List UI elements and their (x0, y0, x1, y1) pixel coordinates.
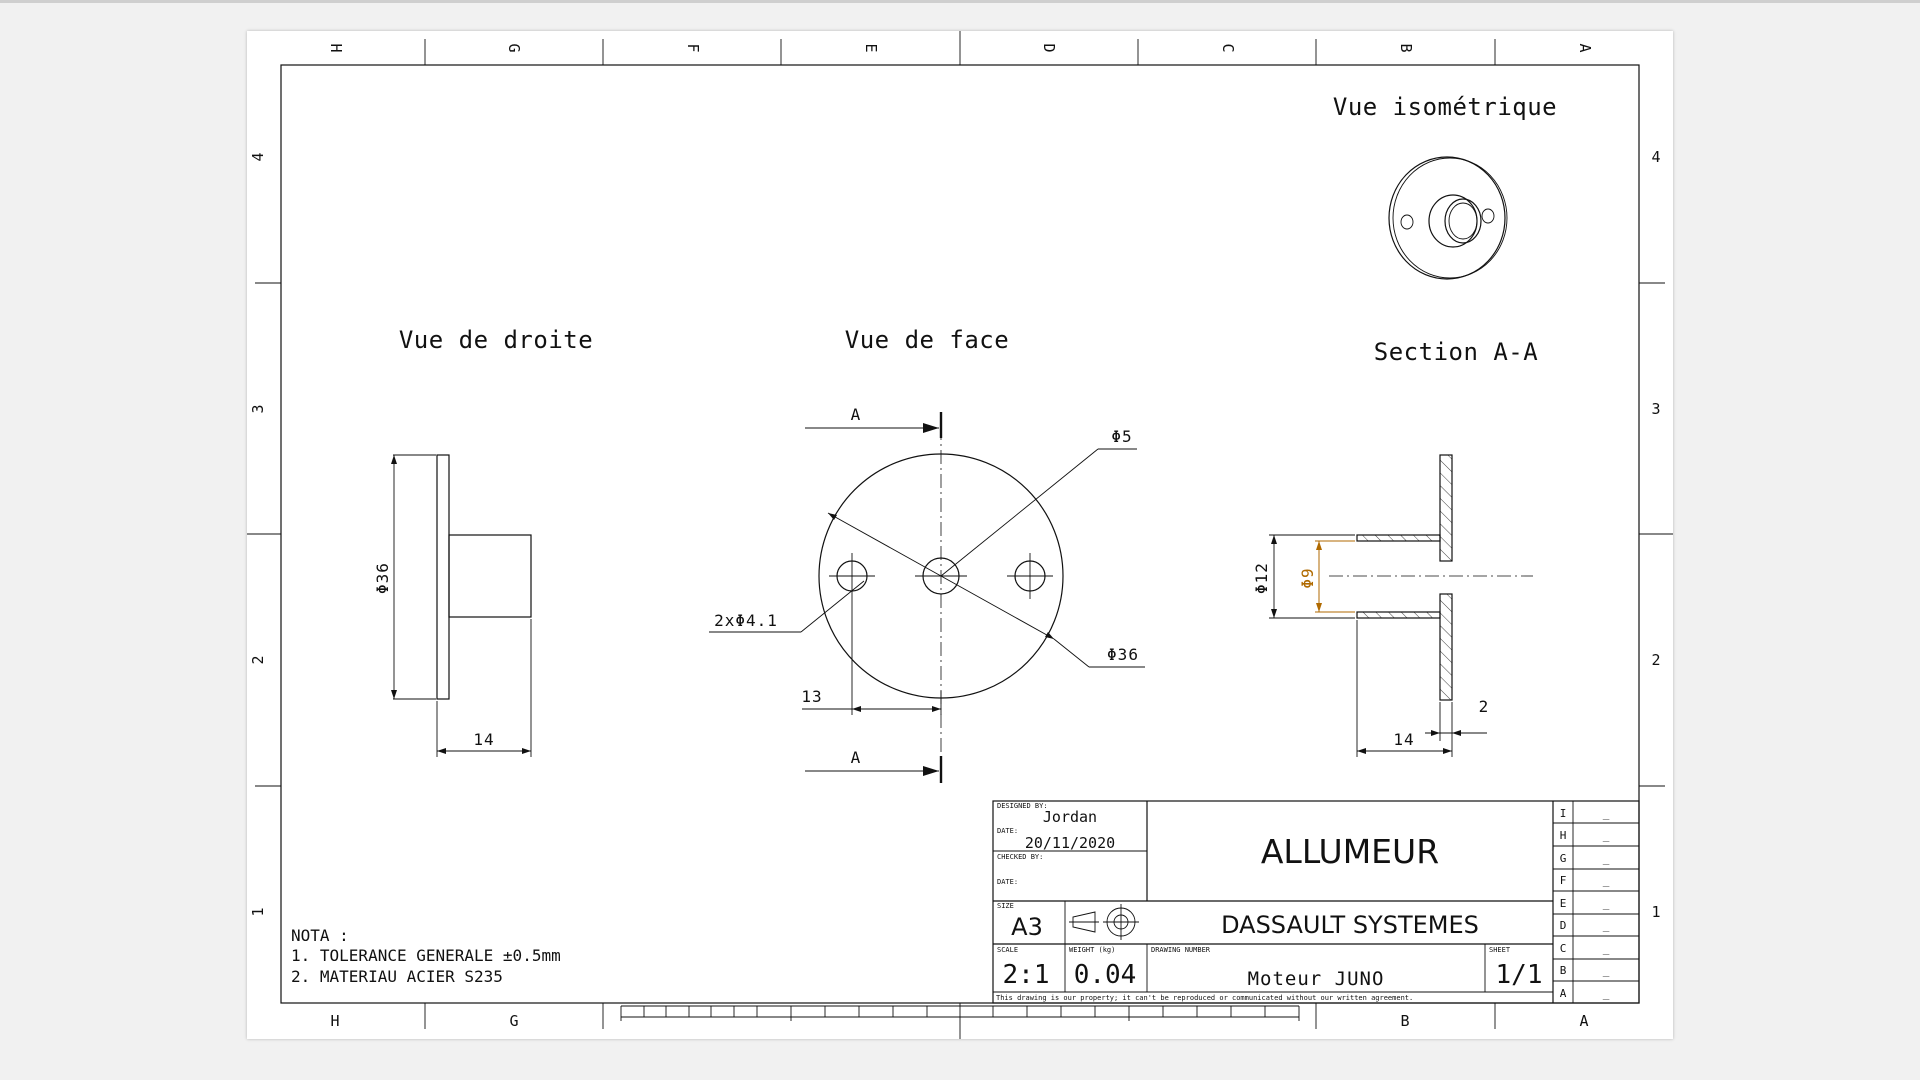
weight-label: WEIGHT (kg) (1069, 946, 1115, 954)
col-label: A (1576, 43, 1594, 52)
sheet-value: 1/1 (1496, 960, 1543, 990)
view-title-front: Vue de face (845, 326, 1009, 354)
section-outer-dia-dim: Φ12 (1252, 562, 1271, 594)
row-label: 4 (1651, 148, 1660, 166)
designed-by-value: Jordan (1043, 808, 1097, 826)
bottom-column-letters: H G B A (330, 1012, 1588, 1030)
revision-letter: A (1560, 987, 1567, 1000)
revision-value: _ (1603, 807, 1610, 820)
col-label: H (330, 1012, 339, 1030)
view-title-right: Vue de droite (399, 326, 593, 354)
sheet-label: SHEET (1489, 946, 1511, 954)
revision-value: _ (1603, 919, 1610, 932)
col-label: B (1397, 43, 1415, 52)
scale-value: 2:1 (1003, 960, 1050, 990)
size-value: A3 (1011, 913, 1043, 941)
date2-label: DATE: (997, 878, 1018, 886)
drawing-sheet: H G F E D C B A 4 3 2 1 4 3 2 1 H G B A (247, 31, 1673, 1039)
revision-value: _ (1603, 942, 1610, 955)
revision-letter: E (1560, 897, 1567, 910)
revision-letter: F (1560, 874, 1567, 887)
section-letter-top: A (851, 405, 862, 424)
company-name: DASSAULT SYSTEMES (1221, 911, 1479, 939)
revision-letter: C (1560, 942, 1567, 955)
front-outer-dia-dim: Φ36 (1107, 645, 1139, 664)
right-view-length-dim: 14 (473, 730, 494, 749)
weight-value: 0.04 (1074, 960, 1137, 990)
col-label: E (862, 43, 880, 52)
side-grid-ticks (247, 282, 1673, 787)
date-value: 20/11/2020 (1025, 834, 1115, 852)
col-label: D (1040, 43, 1058, 52)
col-label: A (1579, 1012, 1588, 1030)
isometric-view (1388, 156, 1508, 280)
window-top-bar (0, 0, 1920, 3)
revision-value: _ (1603, 964, 1610, 977)
front-offset-dim: 13 (801, 687, 822, 706)
bottom-grid-ticks (424, 1003, 1496, 1039)
right-row-numbers: 4 3 2 1 (1651, 148, 1660, 921)
notes-line-2: 2. MATERIAU ACIER S235 (291, 967, 503, 986)
revision-value: _ (1603, 852, 1610, 865)
drawing-number-label: DRAWING NUMBER (1151, 946, 1211, 954)
size-label: SIZE (997, 902, 1014, 910)
revision-letter: D (1560, 919, 1567, 932)
right-view-diameter-dim: Φ36 (373, 562, 392, 594)
top-column-letters: H G F E D C B A (327, 43, 1594, 52)
row-label: 2 (1651, 651, 1660, 669)
col-label: C (1219, 43, 1237, 52)
drawing-title: ALLUMEUR (1261, 832, 1439, 871)
scale-ruler (620, 1005, 1300, 1021)
row-label: 3 (249, 404, 267, 413)
row-label: 3 (1651, 400, 1660, 418)
section-length-dim: 14 (1393, 730, 1414, 749)
section-view (1269, 454, 1533, 757)
col-label: F (684, 43, 702, 52)
revision-letter: I (1560, 807, 1567, 820)
date-label: DATE: (997, 827, 1018, 835)
drawing-canvas: H G F E D C B A 4 3 2 1 4 3 2 1 H G B A (247, 31, 1673, 1039)
view-title-iso: Vue isométrique (1333, 93, 1557, 121)
revision-table: I _ H _ G _ F _ E _ D _ C _ B _ A _ (1560, 807, 1610, 1000)
section-letter-bottom: A (851, 748, 862, 767)
copyright-notice: This drawing is our property; it can't b… (996, 994, 1413, 1002)
revision-value: _ (1603, 874, 1610, 887)
notes-heading: NOTA : (291, 926, 349, 945)
revision-value: _ (1603, 987, 1610, 1000)
notes-line-1: 1. TOLERANCE GENERALE ±0.5mm (291, 946, 561, 965)
section-thickness-dim: 2 (1479, 697, 1490, 716)
title-block (992, 800, 1640, 1004)
section-inner-dia-dim: Φ9 (1298, 567, 1317, 588)
revision-letter: B (1560, 964, 1567, 977)
row-label: 1 (1651, 903, 1660, 921)
revision-value: _ (1603, 829, 1610, 842)
col-label: H (327, 43, 345, 52)
right-view (391, 454, 532, 757)
checked-by-label: CHECKED BY: (997, 853, 1043, 861)
revision-value: _ (1603, 897, 1610, 910)
designed-by-label: DESIGNED BY: (997, 802, 1048, 810)
col-label: G (505, 43, 523, 52)
left-row-numbers: 4 3 2 1 (249, 152, 267, 916)
revision-letter: H (1560, 829, 1567, 842)
revision-letter: G (1560, 852, 1567, 865)
front-holes-dim: 2xΦ4.1 (714, 611, 778, 630)
col-label: B (1400, 1012, 1409, 1030)
scale-label: SCALE (997, 946, 1018, 954)
top-grid-ticks (424, 31, 1496, 65)
front-view (709, 412, 1145, 783)
col-label: G (509, 1012, 518, 1030)
row-label: 2 (249, 655, 267, 664)
row-label: 4 (249, 152, 267, 161)
front-small-hole-dim: Φ5 (1111, 427, 1132, 446)
drawing-number-value: Moteur JUNO (1248, 968, 1385, 990)
row-label: 1 (249, 907, 267, 916)
view-title-section: Section A-A (1374, 338, 1538, 366)
